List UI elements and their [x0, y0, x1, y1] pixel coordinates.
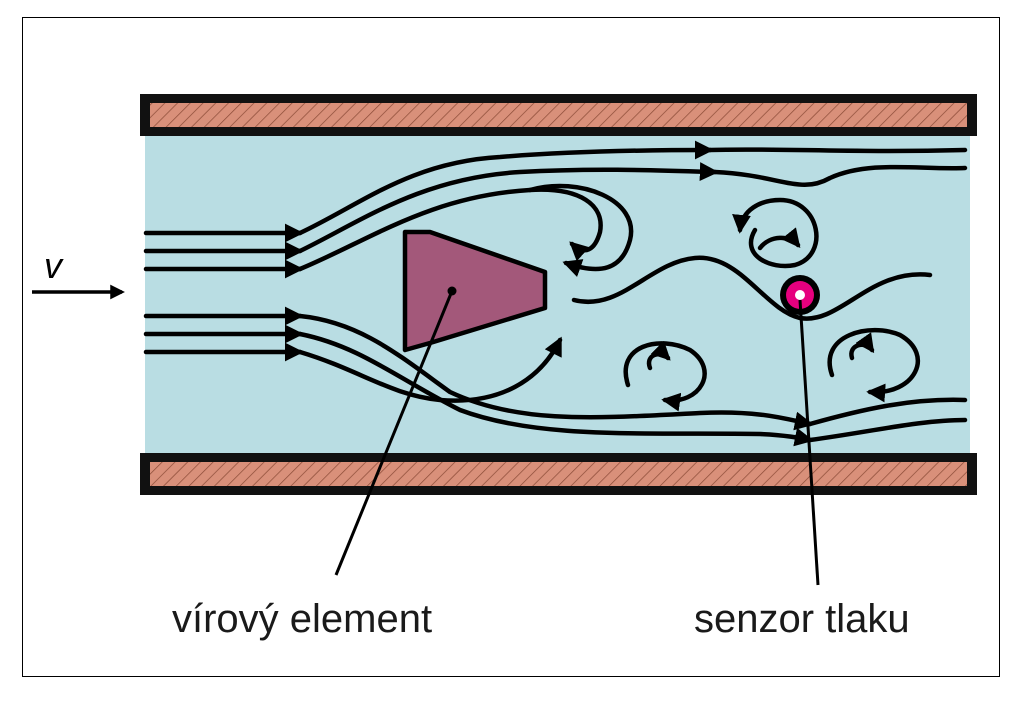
pressure-sensor-label: senzor tlaku [694, 597, 910, 641]
pressure-sensor [780, 275, 820, 315]
vortex-upper-right [732, 197, 819, 269]
velocity-label: v [44, 245, 64, 286]
pipe-wall-bottom [140, 453, 977, 495]
vortex-element-label: vírový element [172, 597, 432, 641]
vortex-lower-middle [623, 340, 707, 412]
wake-streamline [571, 255, 933, 321]
pipe-wall-top [140, 94, 977, 136]
pressure-sensor-leader-line [798, 299, 820, 586]
inlet-streamlines [143, 223, 304, 362]
figure-frame [22, 17, 1000, 677]
lower-streamlines [297, 313, 968, 447]
vortex-lower-right [827, 327, 921, 403]
vortex-element-leader-line [334, 290, 454, 576]
fluid-region [145, 135, 970, 455]
upper-streamlines [297, 140, 968, 277]
